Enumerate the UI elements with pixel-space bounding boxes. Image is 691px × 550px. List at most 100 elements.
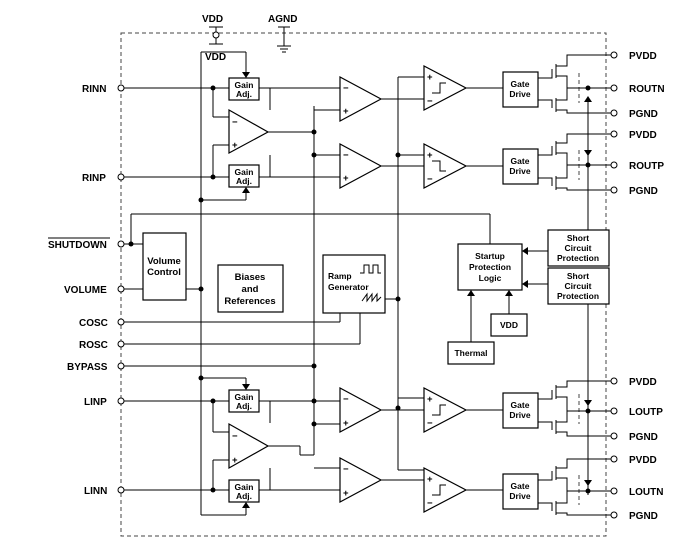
svg-text:Circuit: Circuit [565,281,592,291]
svg-text:Ramp: Ramp [328,271,352,281]
pin-linn: LINN [84,486,107,497]
svg-text:Thermal: Thermal [454,348,487,358]
svg-text:Drive: Drive [509,491,531,501]
pin-bypass: BYPASS [67,362,108,373]
startup-protection-block: Startup Protection Logic [457,243,523,291]
svg-text:Gain: Gain [235,482,254,492]
svg-text:−: − [343,150,349,161]
svg-text:Short: Short [567,271,589,281]
svg-text:Protection: Protection [557,291,599,301]
output-stage-routp [538,133,611,191]
integrator-left-bot: − + [339,456,383,504]
right-pins: PVDD ROUTN PGND PVDD ROUTP PGND PVDD LOU… [610,51,665,522]
biases-references-block: Biases and References [217,264,284,313]
gain-adj-rinp: Gain Adj. [228,164,260,188]
svg-text:+: + [343,488,349,499]
svg-text:ROUTP: ROUTP [629,161,664,172]
pin-rinn: RINN [82,84,106,95]
svg-text:+: + [343,173,349,184]
svg-text:PGND: PGND [629,432,658,443]
svg-text:Drive: Drive [509,166,531,176]
svg-text:Drive: Drive [509,89,531,99]
gate-drive-right-top: Gate Drive [502,71,539,108]
vdd-block: VDD [490,313,528,337]
svg-text:Protection: Protection [557,253,599,263]
svg-text:Logic: Logic [479,273,502,283]
vdd-pin [212,31,220,39]
pin-volume: VOLUME [64,285,107,296]
svg-text:−: − [343,394,349,405]
svg-text:PVDD: PVDD [629,455,657,466]
svg-text:−: − [427,418,433,429]
svg-text:−: − [232,431,238,442]
volume-control-block: Volume Control [142,232,187,301]
svg-text:−: − [427,96,433,107]
svg-text:Drive: Drive [509,410,531,420]
left-pins: RINN RINP SHUTDOWN VOLUME COSC ROSC BYPA… [48,84,125,497]
pin-shutdown: SHUTDOWN [48,240,107,251]
svg-text:+: + [343,106,349,117]
svg-text:+: + [232,455,238,466]
svg-text:+: + [232,140,238,151]
pin-rosc: ROSC [79,340,108,351]
svg-text:+: + [427,394,433,405]
svg-text:Biases: Biases [235,272,266,283]
svg-text:PGND: PGND [629,186,658,197]
agnd-ground-icon [277,45,291,53]
svg-text:Control: Control [147,267,181,278]
comparator-right-bot: + − [423,143,468,189]
gate-drive-left-bot: Gate Drive [502,473,539,510]
comparator-right-top: + − [423,65,468,111]
short-circuit-protection-bottom: Short Circuit Protection [547,267,610,305]
integrator-right-bot: − + [339,142,383,190]
svg-text:−: − [427,498,433,509]
svg-text:Gain: Gain [235,392,254,402]
comparator-left-top: + − [423,387,468,433]
svg-text:LOUTP: LOUTP [629,407,663,418]
svg-text:+: + [343,418,349,429]
thermal-block: Thermal [447,341,495,365]
svg-text:Circuit: Circuit [565,243,592,253]
comparator-left-bot: + − [423,467,468,513]
agnd-label: AGND [268,14,297,25]
svg-text:Adj.: Adj. [236,401,252,411]
svg-text:Gate: Gate [511,156,530,166]
svg-text:PGND: PGND [629,511,658,522]
svg-text:−: − [427,174,433,185]
svg-text:Adj.: Adj. [236,491,252,501]
svg-text:References: References [224,296,275,307]
pin-rinp: RINP [82,173,106,184]
integrator-right-top: − + [339,75,383,123]
svg-text:Short: Short [567,233,589,243]
svg-text:PVDD: PVDD [629,51,657,62]
output-stage-loutp [538,380,611,437]
svg-text:Gate: Gate [511,400,530,410]
svg-text:+: + [427,72,433,83]
svg-text:−: − [232,117,238,128]
svg-text:ROUTN: ROUTN [629,84,665,95]
vdd-label: VDD [202,14,223,25]
svg-text:+: + [427,474,433,485]
preamp-right: − + [228,108,270,155]
svg-text:Gate: Gate [511,79,530,89]
gate-drive-left-top: Gate Drive [502,392,539,429]
preamp-left: − + [228,422,270,470]
svg-text:VDD: VDD [500,320,518,330]
svg-text:Gate: Gate [511,481,530,491]
pin-cosc: COSC [79,318,108,329]
svg-text:Generator: Generator [328,282,369,292]
integrator-left-top: − + [339,386,383,434]
svg-text:Startup: Startup [475,251,505,261]
svg-text:−: − [343,83,349,94]
svg-text:LOUTN: LOUTN [629,487,663,498]
svg-text:PGND: PGND [629,109,658,120]
gain-adj-linp: Gain Adj. [228,389,260,413]
svg-text:Gain: Gain [235,167,254,177]
svg-text:PVDD: PVDD [629,130,657,141]
gain-adj-rinn: Gain Adj. [228,77,260,101]
svg-text:PVDD: PVDD [629,377,657,388]
output-stage-loutn [538,458,611,516]
pin-linp: LINP [84,397,107,408]
gain-adj-linn: Gain Adj. [228,479,260,503]
svg-text:Volume: Volume [147,256,181,267]
